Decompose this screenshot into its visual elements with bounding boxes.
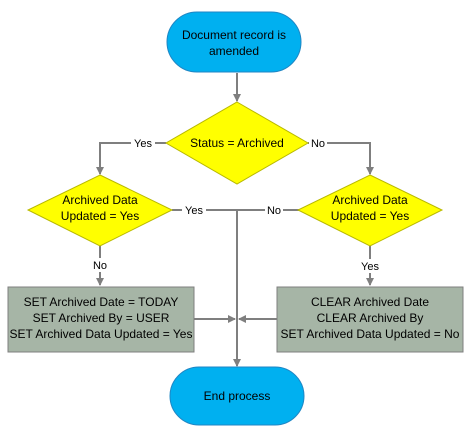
right-decision: Archived Data Updated = Yes — [296, 174, 444, 247]
status-decision: Status = Archived — [165, 101, 309, 185]
start-terminal: Document record is amended — [166, 11, 302, 73]
status-yes-label: Yes — [134, 138, 152, 150]
set-archived-process: SET Archived Date = TODAY SET Archived B… — [7, 286, 195, 353]
left-decision-line-2: Updated = Yes — [61, 209, 139, 223]
set-process-line-3: SET Archived Data Updated = Yes — [10, 327, 193, 341]
start-terminal-line-1: Document record is — [182, 28, 286, 42]
clear-process-line-2: CLEAR Archived By — [317, 311, 424, 325]
right-no-label: No — [267, 205, 281, 217]
right-decision-line-1: Archived Data — [332, 193, 408, 207]
set-process-line-2: SET Archived By = USER — [33, 311, 170, 325]
end-terminal: End process — [169, 366, 305, 426]
status-no-label: No — [311, 138, 325, 150]
edge-status-no — [308, 142, 374, 175]
clear-process-line-3: SET Archived Data Updated = No — [281, 327, 460, 341]
edge-labels: Yes No Yes No No Yes — [91, 136, 382, 273]
clear-process-line-1: CLEAR Archived Date — [311, 295, 429, 309]
clear-archived-process: CLEAR Archived Date CLEAR Archived By SE… — [276, 286, 464, 353]
left-no-label: No — [93, 260, 107, 272]
start-terminal-line-2: amended — [209, 44, 259, 58]
left-decision: Archived Data Updated = Yes — [26, 174, 174, 247]
left-decision-line-1: Archived Data — [62, 193, 138, 207]
left-yes-label: Yes — [185, 205, 203, 217]
end-terminal-label: End process — [204, 389, 271, 403]
right-decision-line-2: Updated = Yes — [331, 209, 409, 223]
right-yes-label: Yes — [361, 261, 379, 273]
status-decision-label: Status = Archived — [190, 136, 284, 150]
set-process-line-1: SET Archived Date = TODAY — [24, 295, 179, 309]
